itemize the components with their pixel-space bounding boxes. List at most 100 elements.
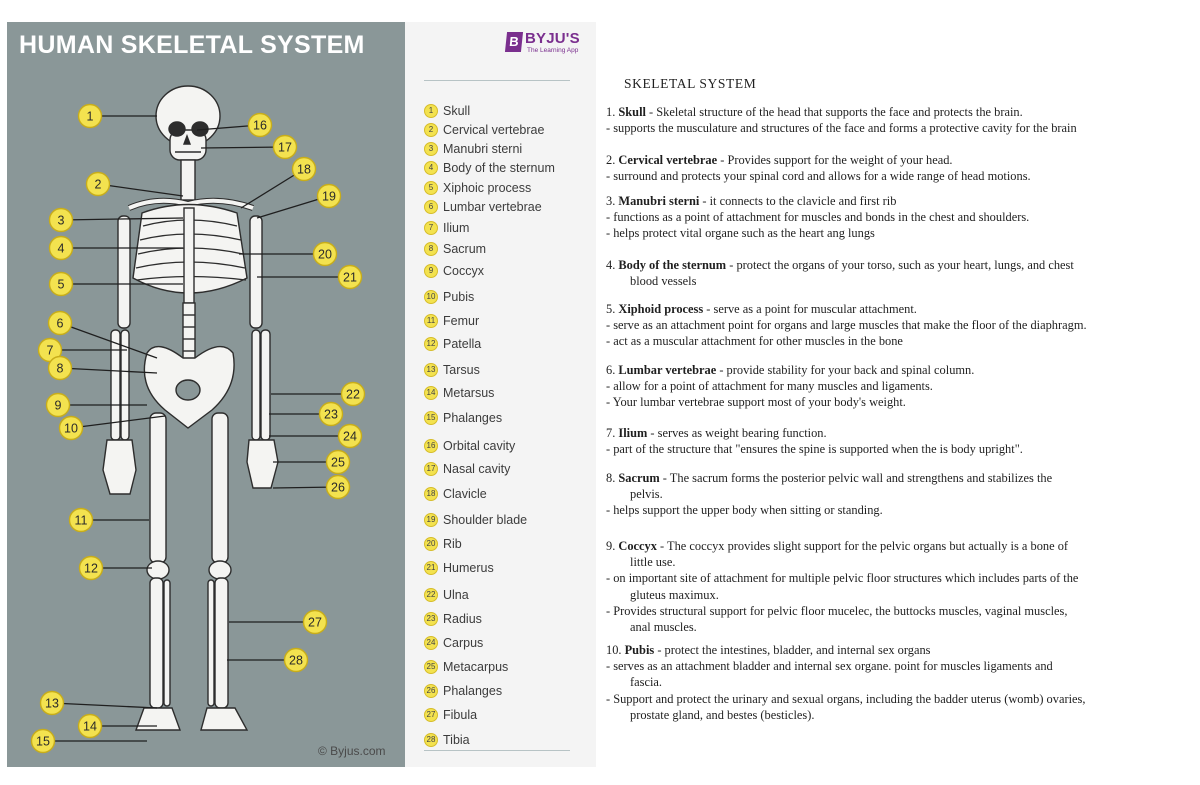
legend-number-badge: 16 <box>424 439 438 453</box>
tibia-left <box>149 577 164 709</box>
legend-label: Nasal cavity <box>443 462 511 476</box>
callout-bubble <box>45 392 71 418</box>
patella-left <box>146 560 170 580</box>
lumbar-shape <box>182 302 196 364</box>
legend-label: Patella <box>443 337 482 351</box>
entry-line: prostate gland, and bestes (besticles). <box>630 707 815 722</box>
legend-item: 17 Nasal cavity <box>424 460 510 478</box>
callout-number: 1 <box>87 110 94 124</box>
entry-term: Manubri sterni <box>618 194 700 208</box>
entry-definition: - serve as a point for muscular attachme… <box>703 302 917 316</box>
entry-heading: 9. Coccyx - The coccyx provides slight s… <box>606 538 1191 554</box>
note-entry: 10. Pubis - protect the intestines, blad… <box>606 642 1191 723</box>
callout-bubble <box>283 647 309 673</box>
legend-label: Clavicle <box>443 487 487 501</box>
legend-label: Carpus <box>443 636 484 650</box>
entry-term: Lumbar vertebrae <box>618 363 717 377</box>
note-entry: 8. Sacrum - The sacrum forms the posteri… <box>606 470 1191 519</box>
legend-number-badge: 24 <box>424 636 438 650</box>
legend-label: Coccyx <box>443 264 484 278</box>
legend-label: Body of the sternum <box>443 161 555 175</box>
entry-heading: 7. Ilium - serves as weight bearing func… <box>606 425 1191 441</box>
skeleton-illustration: 1234567891011121314151617181920212223242… <box>30 85 366 754</box>
entry-line: blood vessels <box>630 274 697 289</box>
ulna-right <box>260 329 271 441</box>
callout-bubble <box>325 449 351 475</box>
legend-number-badge: 28 <box>424 733 438 747</box>
callout-leader-line <box>70 415 166 429</box>
legend-number-badge: 17 <box>424 462 438 476</box>
entry-line: - on important site of attachment for mu… <box>606 571 1079 586</box>
legend-number-badge: 14 <box>424 386 438 400</box>
femur-left <box>149 412 167 564</box>
legend-number-badge: 21 <box>424 561 438 575</box>
note-entry: 9. Coccyx - The coccyx provides slight s… <box>606 538 1191 635</box>
legend-number-badge: 1 <box>424 104 438 118</box>
entry-line: pelvis. <box>630 487 663 502</box>
entry-number: 1. <box>606 105 619 119</box>
hand-right <box>246 439 279 489</box>
entry-line: - Support and protect the urinary and se… <box>606 691 1086 706</box>
entry-line: - allow for a point of attachment for ma… <box>606 379 933 394</box>
entry-term: Pubis <box>624 643 655 657</box>
ulna-left <box>110 329 121 441</box>
entry-heading: 4. Body of the sternum - protect the org… <box>606 257 1191 273</box>
callout-number: 9 <box>55 399 62 413</box>
neck-shape <box>180 159 196 201</box>
entry-line: little use. <box>630 555 676 570</box>
callout-bubble <box>312 241 338 267</box>
callout-bubble <box>85 171 111 197</box>
callout-leader-line <box>59 367 158 374</box>
callout-number: 20 <box>318 248 332 262</box>
legend-number-badge: 15 <box>424 411 438 425</box>
callout-bubble <box>77 713 103 739</box>
legend-number-badge: 12 <box>424 337 438 351</box>
brand-name: BYJU'S <box>525 30 580 47</box>
legend-number-badge: 8 <box>424 242 438 256</box>
callout-bubble <box>58 415 84 441</box>
entry-definition: - it connects to the clavicle and first … <box>699 194 897 208</box>
legend-label: Shoulder blade <box>443 513 528 527</box>
entry-line: gluteus maximux. <box>630 587 719 602</box>
legend-label: Xiphoic process <box>443 181 532 195</box>
callout-bubble <box>272 134 298 160</box>
entry-line: - Your lumbar vertebrae support most of … <box>606 395 906 410</box>
legend-label: Rib <box>443 537 462 551</box>
callout-leader-line <box>256 195 330 219</box>
callout-bubble <box>47 355 73 381</box>
entry-term: Xiphoid process <box>618 302 704 316</box>
legend-number-badge: 9 <box>424 264 438 278</box>
legend-label: Skull <box>443 104 471 118</box>
callout-number: 13 <box>45 697 59 711</box>
entry-heading: 6. Lumbar vertebrae - provide stability … <box>606 362 1191 378</box>
callout-number: 28 <box>289 654 303 668</box>
callout-number: 23 <box>324 408 338 422</box>
foot-right <box>200 707 249 731</box>
legend-divider-top <box>424 80 570 81</box>
patella-right <box>208 560 232 580</box>
callout-leader-line <box>60 217 184 221</box>
entry-definition: - protect the intestines, bladder, and i… <box>654 643 931 657</box>
callout-number: 27 <box>308 616 322 630</box>
legend-number-badge: 6 <box>424 200 438 214</box>
skeleton-bones <box>102 85 279 731</box>
callout-number: 18 <box>297 163 311 177</box>
entry-definition: - Skeletal structure of the head that su… <box>645 105 1023 119</box>
legend-label: Radius <box>443 612 482 626</box>
callout-number: 25 <box>331 456 345 470</box>
entry-line: fascia. <box>630 675 662 690</box>
byjus-logo-mark: B <box>504 32 524 52</box>
callout-bubble <box>302 609 328 635</box>
orbit-left <box>168 121 186 137</box>
humerus-right <box>249 215 263 329</box>
legend-label: Ilium <box>443 221 470 235</box>
legend-label: Cervical vertebrae <box>443 123 545 137</box>
callout-number: 16 <box>253 119 267 133</box>
